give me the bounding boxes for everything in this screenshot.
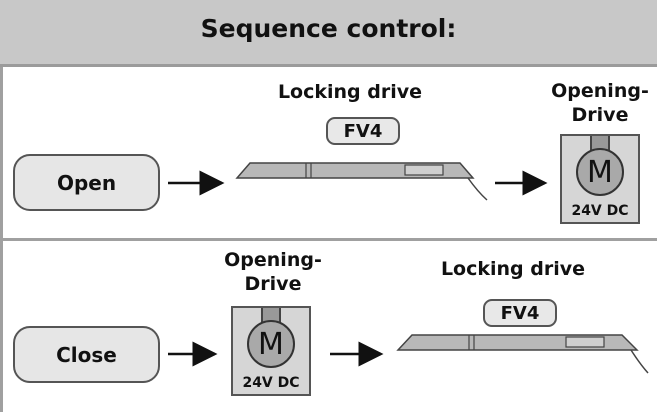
opening-drive-label-line1: Opening- [551,80,649,102]
close-button[interactable]: Close [13,326,160,383]
opening-drive-label-line2-close: Drive [244,273,302,295]
motor-icon: M [576,148,624,196]
row-divider [0,238,657,241]
locking-drive-label-close: Locking drive [440,258,586,280]
locking-drive-cable-close [630,349,649,374]
motor-icon: M [247,320,295,368]
open-button[interactable]: Open [13,154,160,211]
fv4-badge: FV4 [326,117,400,145]
page-title: Sequence control: [200,14,457,43]
locking-drive-label: Locking drive [277,81,423,103]
locking-drive-cable [467,177,488,201]
header-bar: Sequence control: [0,0,657,67]
motor-voltage: 24V DC [571,203,629,219]
opening-drive-label-line2: Drive [571,104,629,126]
fv4-badge-close: FV4 [483,299,557,327]
opening-motor-close: M 24V DC [231,306,311,396]
opening-motor: M 24V DC [560,134,640,224]
motor-voltage: 24V DC [242,375,300,391]
opening-drive-label-line1-close: Opening- [224,249,322,271]
